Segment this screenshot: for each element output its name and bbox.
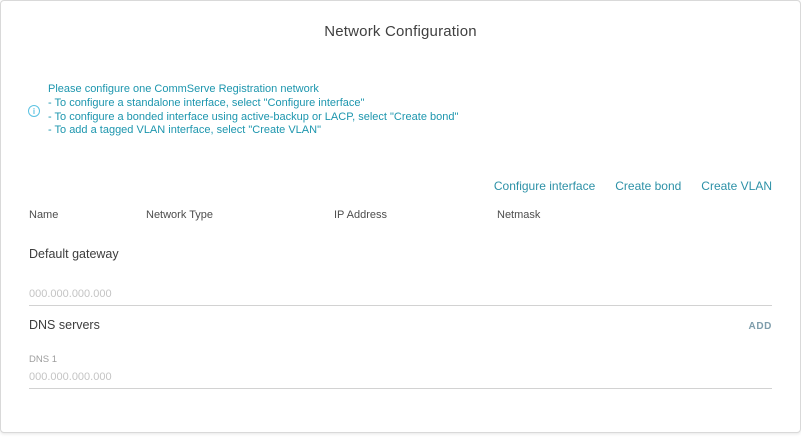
add-dns-button[interactable]: ADD	[748, 321, 772, 332]
dns-servers-label: DNS servers	[29, 318, 100, 332]
column-header-ip-address: IP Address	[334, 209, 387, 221]
page-title: Network Configuration	[324, 23, 477, 40]
default-gateway-label: Default gateway	[29, 247, 119, 261]
info-line: - To configure a standalone interface, s…	[48, 96, 365, 109]
info-text: Please configure one CommServe Registrat…	[48, 83, 458, 138]
create-bond-link[interactable]: Create bond	[615, 179, 682, 193]
column-header-name: Name	[29, 209, 59, 221]
dns-1-input[interactable]	[29, 369, 772, 389]
dns-1-field	[29, 367, 772, 389]
column-header-netmask: Netmask	[497, 209, 541, 221]
dns-1-label: DNS 1	[29, 354, 57, 365]
column-header-network-type: Network Type	[146, 209, 214, 221]
table-actions: Configure interface Create bond Create V…	[494, 179, 772, 193]
info-icon: i	[28, 104, 40, 117]
info-line: - To configure a bonded interface using …	[48, 110, 459, 123]
configure-interface-link[interactable]: Configure interface	[493, 179, 596, 193]
info-line: Please configure one CommServe Registrat…	[48, 83, 319, 95]
default-gateway-field	[29, 284, 772, 306]
dns-servers-header: DNS servers ADD	[29, 318, 772, 332]
default-gateway-input[interactable]	[29, 286, 772, 306]
info-box: i Please configure one CommServe Registr…	[28, 83, 458, 138]
info-line: - To add a tagged VLAN interface, select…	[48, 124, 321, 137]
network-table-header: Name Network Type IP Address Netmask	[29, 209, 772, 221]
create-vlan-link[interactable]: Create VLAN	[701, 179, 772, 193]
